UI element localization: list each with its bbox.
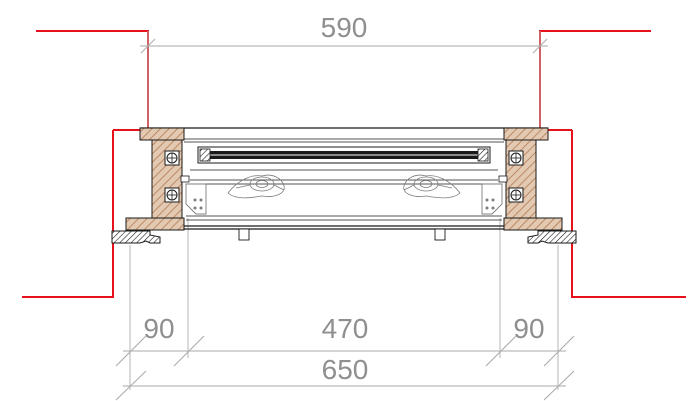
opening-outline-upper-right [539, 30, 651, 131]
right-frame-member [503, 127, 563, 231]
operator-motor-right [403, 174, 461, 199]
trim-profile-right [527, 230, 577, 244]
opening-outline-lower-right [571, 130, 686, 298]
wall-opening-outline [22, 30, 686, 298]
dimension-label-center: 470 [322, 313, 369, 344]
hinge-bracket-right [481, 183, 503, 215]
left-frame-member [125, 127, 185, 231]
extension-lines [129, 31, 559, 390]
dimension-top: 590 [140, 12, 548, 54]
dimension-label-side-left: 90 [143, 313, 174, 344]
hinge-bracket-left [185, 183, 207, 215]
operator-motor-left [227, 174, 285, 199]
screw-icon-top-right [508, 150, 524, 166]
opening-outline-upper-left [36, 30, 149, 131]
screw-icon-top-left [164, 150, 180, 166]
window-frame-assembly [111, 127, 577, 244]
support-tab-right [434, 228, 446, 241]
opening-outline-lower-left [22, 130, 114, 298]
trim-profile-left [111, 230, 161, 244]
screw-icon-bottom-left [164, 187, 180, 203]
dimension-label-overall: 650 [322, 354, 369, 385]
dimension-chain-lower: 90 470 90 [115, 313, 575, 367]
glazing-rail [197, 146, 491, 164]
screw-icon-bottom-right [508, 187, 524, 203]
dimension-label-side-right: 90 [513, 313, 544, 344]
dimension-overall: 650 [115, 354, 575, 401]
support-tab-left [238, 228, 250, 241]
dimension-label-top-width: 590 [321, 12, 368, 43]
